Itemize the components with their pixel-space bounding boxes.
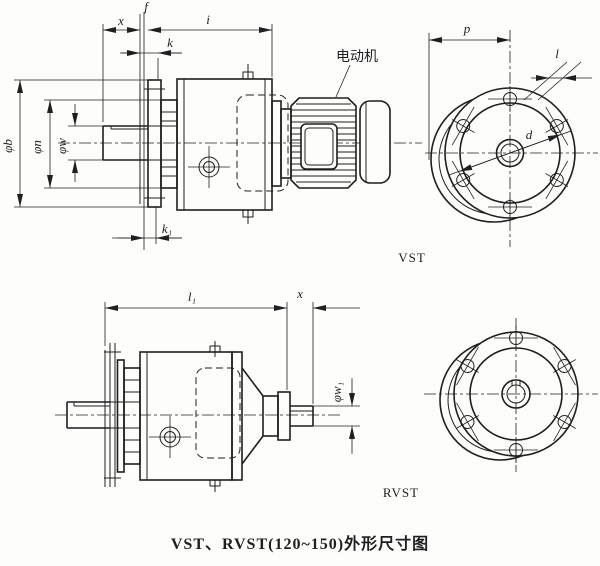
rvst-label: RVST — [383, 485, 419, 500]
motor-callout: 电动机 — [335, 49, 378, 98]
dim-f: f — [144, 0, 150, 14]
dim-f-label: f — [144, 0, 150, 14]
dim-p: p — [428, 21, 510, 160]
vst-label: VST — [398, 250, 426, 265]
rvst-side-view: l₁ x φw₁ — [55, 286, 360, 492]
dim-phi-w: φw — [54, 104, 103, 182]
electric-motor — [290, 97, 391, 189]
input-cone — [241, 367, 314, 465]
oil-plug — [148, 415, 192, 459]
dim-d-label: d — [526, 127, 533, 142]
dim-l1-label: l₁ — [188, 289, 196, 304]
terminal-box-lid — [304, 127, 334, 166]
dim-x2-label: x — [296, 286, 303, 301]
oil-plug — [187, 145, 231, 189]
dim-i-label: i — [206, 12, 210, 27]
dim-x-label: x — [117, 13, 124, 28]
rvst-front-view: RVST — [383, 318, 598, 500]
dim-l: l — [523, 46, 592, 101]
dim-phi-n-label: φn — [29, 140, 44, 154]
bearing-ring — [148, 99, 178, 189]
hidden-spigot-outline — [195, 367, 241, 459]
input-shaft-stub — [290, 405, 314, 427]
fan-cover — [359, 100, 391, 184]
dim-k1: k₁ — [112, 207, 182, 244]
dim-l1: l₁ — [104, 289, 288, 390]
motor-frame — [290, 97, 357, 189]
dim-k: k — [120, 35, 182, 79]
terminal-box — [300, 123, 338, 170]
output-shaft — [66, 401, 110, 429]
dim-d: d — [448, 127, 572, 176]
gear-housing — [139, 341, 243, 492]
dim-phi-w1: φw₁ — [313, 378, 360, 454]
dim-x: x — [102, 13, 141, 122]
dim-k1-label: k₁ — [162, 221, 172, 236]
dim-phi-b-label: φb — [0, 139, 15, 153]
dim-p-label: p — [463, 21, 471, 36]
dim-phi-w-label: φw — [54, 138, 69, 154]
dim-phi-b: φb — [0, 79, 148, 208]
motor-callout-leader — [335, 64, 351, 98]
keyway — [511, 379, 521, 386]
dim-phi-n: φn — [29, 99, 161, 189]
dim-x2: x — [296, 286, 360, 404]
gear-housing — [176, 64, 289, 224]
vst-front-view: p l d VST — [398, 21, 598, 265]
dim-k-label: k — [167, 35, 173, 50]
dim-i: i — [148, 12, 273, 77]
vst-side-view: x f i k k₁ φb — [0, 0, 422, 250]
dim-phi-w1-label: φw₁ — [329, 382, 344, 402]
hidden-spigot-outline — [236, 94, 289, 192]
figure-caption: VST、RVST(120~150)外形尺寸图 — [171, 534, 429, 553]
dim-l-label: l — [555, 46, 559, 61]
motor-callout-label: 电动机 — [336, 49, 378, 65]
